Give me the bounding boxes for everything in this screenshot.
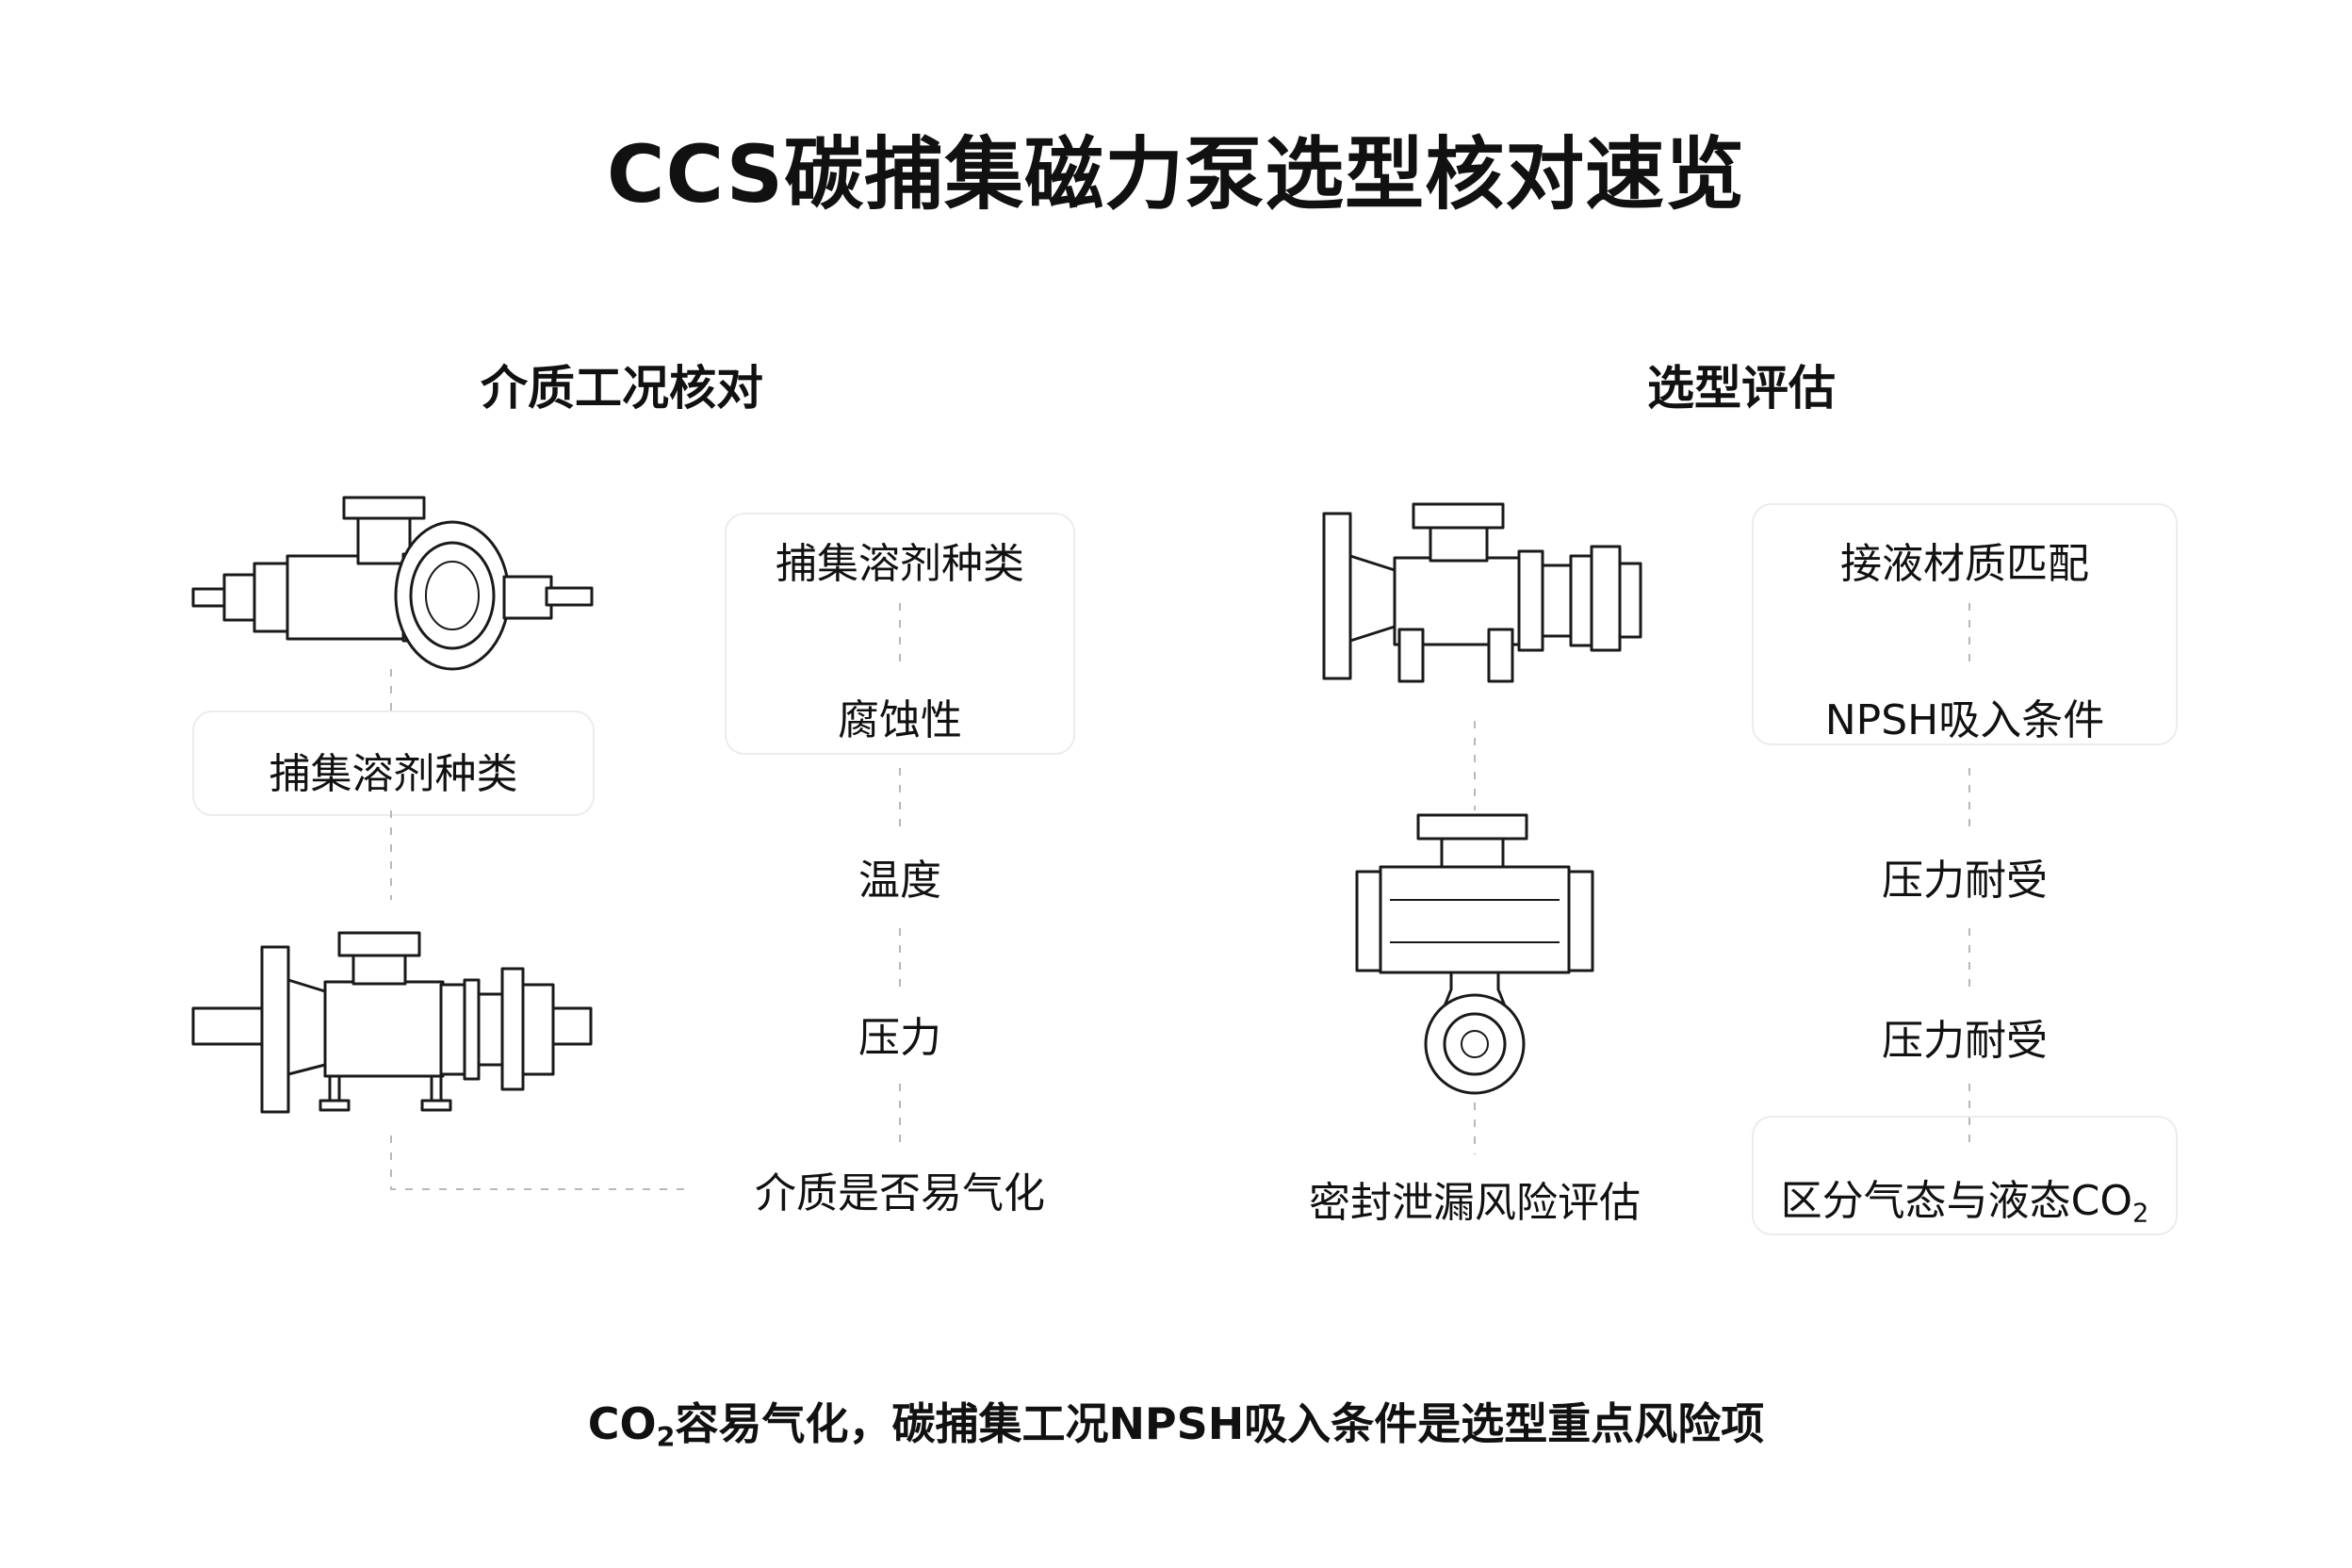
left-item-2: 温度 xyxy=(858,857,941,905)
left-section-heading: 介质工况核对 xyxy=(481,361,763,416)
left-item-4: 介质是否易气化 xyxy=(755,1169,1045,1217)
footer-prefix: CO xyxy=(587,1398,657,1449)
right-item-4-text: 区分气态与液态CO xyxy=(1780,1177,2132,1225)
right-item-4: 区分气态与液态CO2 xyxy=(1753,1167,2177,1229)
left-side-label: 捕集溶剂种类 xyxy=(269,750,518,798)
right-item-1: NPSH吸入条件 xyxy=(1824,696,2105,744)
pump-vertical-icon xyxy=(1355,813,1594,1095)
item-frames xyxy=(192,503,2178,1235)
footer-text: 容易气化，碳捕集工况NPSH吸入条件是选型重点风险项 xyxy=(675,1398,1765,1449)
footer-subscript: 2 xyxy=(656,1421,676,1453)
pump-inline-icon xyxy=(191,931,593,1114)
right-item-3: 压力耐受 xyxy=(1882,1017,2048,1065)
right-side-label: 密封泄漏风险评估 xyxy=(1309,1179,1641,1227)
pump-horizontal-icon xyxy=(191,496,594,671)
right-item-4-subscript: 2 xyxy=(2132,1199,2149,1229)
right-section-heading: 选型评估 xyxy=(1647,361,1836,416)
left-item-3: 压力 xyxy=(858,1014,941,1062)
left-item-0: 捕集溶剂种类 xyxy=(776,540,1024,588)
pump-flanged-icon xyxy=(1322,502,1642,683)
page-title: CCS碳捕集磁力泵选型核对速览 xyxy=(606,128,1746,220)
right-item-2: 压力耐受 xyxy=(1882,857,2048,905)
footer-note: CO2容易气化，碳捕集工况NPSH吸入条件是选型重点风险项 xyxy=(0,1390,2352,1453)
left-item-1: 腐蚀性 xyxy=(838,696,962,744)
connector-lines xyxy=(390,603,1970,1190)
right-item-0: 接液材质匹配 xyxy=(1840,540,2089,588)
